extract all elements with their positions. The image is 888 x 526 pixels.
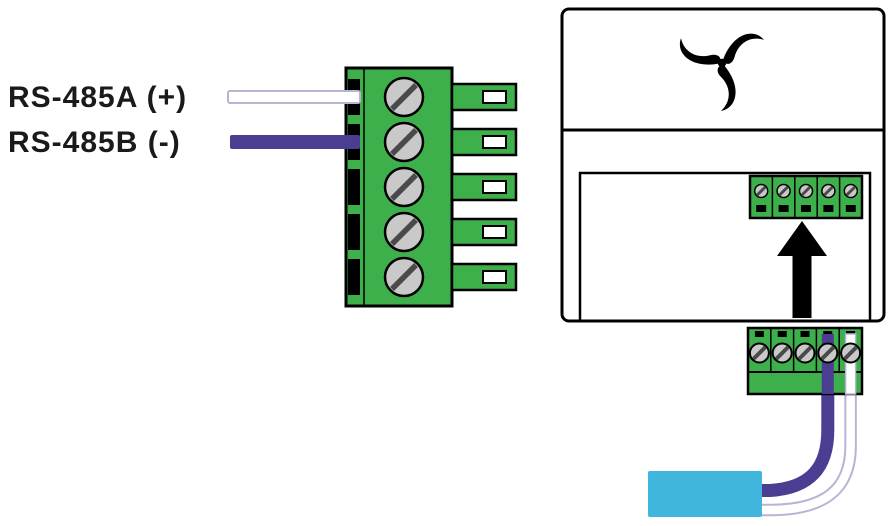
plug-screw	[817, 342, 839, 364]
terminal-pin-tab	[450, 82, 518, 112]
insert-arrow-up-icon	[777, 221, 827, 318]
wire-entry-hole	[348, 214, 360, 250]
terminal-screw	[383, 211, 425, 253]
plug-screw	[771, 342, 793, 364]
device-terminal-socket	[748, 174, 864, 220]
cable-wire-white	[758, 390, 857, 517]
terminal-screw	[383, 76, 425, 118]
plug-wire-white-segment	[844, 333, 857, 395]
device-outline	[560, 7, 886, 323]
plug-screw	[840, 342, 862, 364]
socket-position	[821, 183, 836, 212]
cable-wire-purple	[758, 390, 835, 497]
cable-sheath-cyan	[648, 471, 762, 517]
socket-position	[776, 183, 791, 212]
terminal-screw	[383, 166, 425, 208]
socket-position	[843, 183, 859, 212]
terminal-screw	[383, 121, 425, 163]
terminal-plug-front	[227, 66, 518, 308]
label-rs485a: RS-485A (+)	[8, 81, 188, 114]
terminal-pin-tab	[450, 262, 518, 292]
socket-position	[798, 183, 814, 212]
wire-entry-hole	[348, 259, 360, 295]
plug-screw	[794, 342, 816, 364]
terminal-pin-tab	[450, 127, 518, 157]
wire-rs485b-purple	[230, 135, 360, 149]
terminal-pin-tab	[450, 172, 518, 202]
wire-entry-hole	[348, 169, 360, 205]
clamp-opening	[777, 331, 787, 337]
fan-logo-icon	[679, 33, 764, 111]
terminal-plug-top	[746, 326, 864, 396]
clamp-opening	[754, 331, 764, 337]
device-recess	[578, 171, 872, 320]
wire-rs485a-white	[227, 90, 361, 104]
plug-screw	[748, 342, 770, 364]
device	[560, 7, 886, 323]
terminal-pin-tab	[450, 217, 518, 247]
clamp-opening	[800, 331, 810, 337]
terminal-screw	[383, 256, 425, 298]
socket-position	[753, 183, 769, 212]
label-rs485b: RS-485B (-)	[8, 126, 181, 159]
